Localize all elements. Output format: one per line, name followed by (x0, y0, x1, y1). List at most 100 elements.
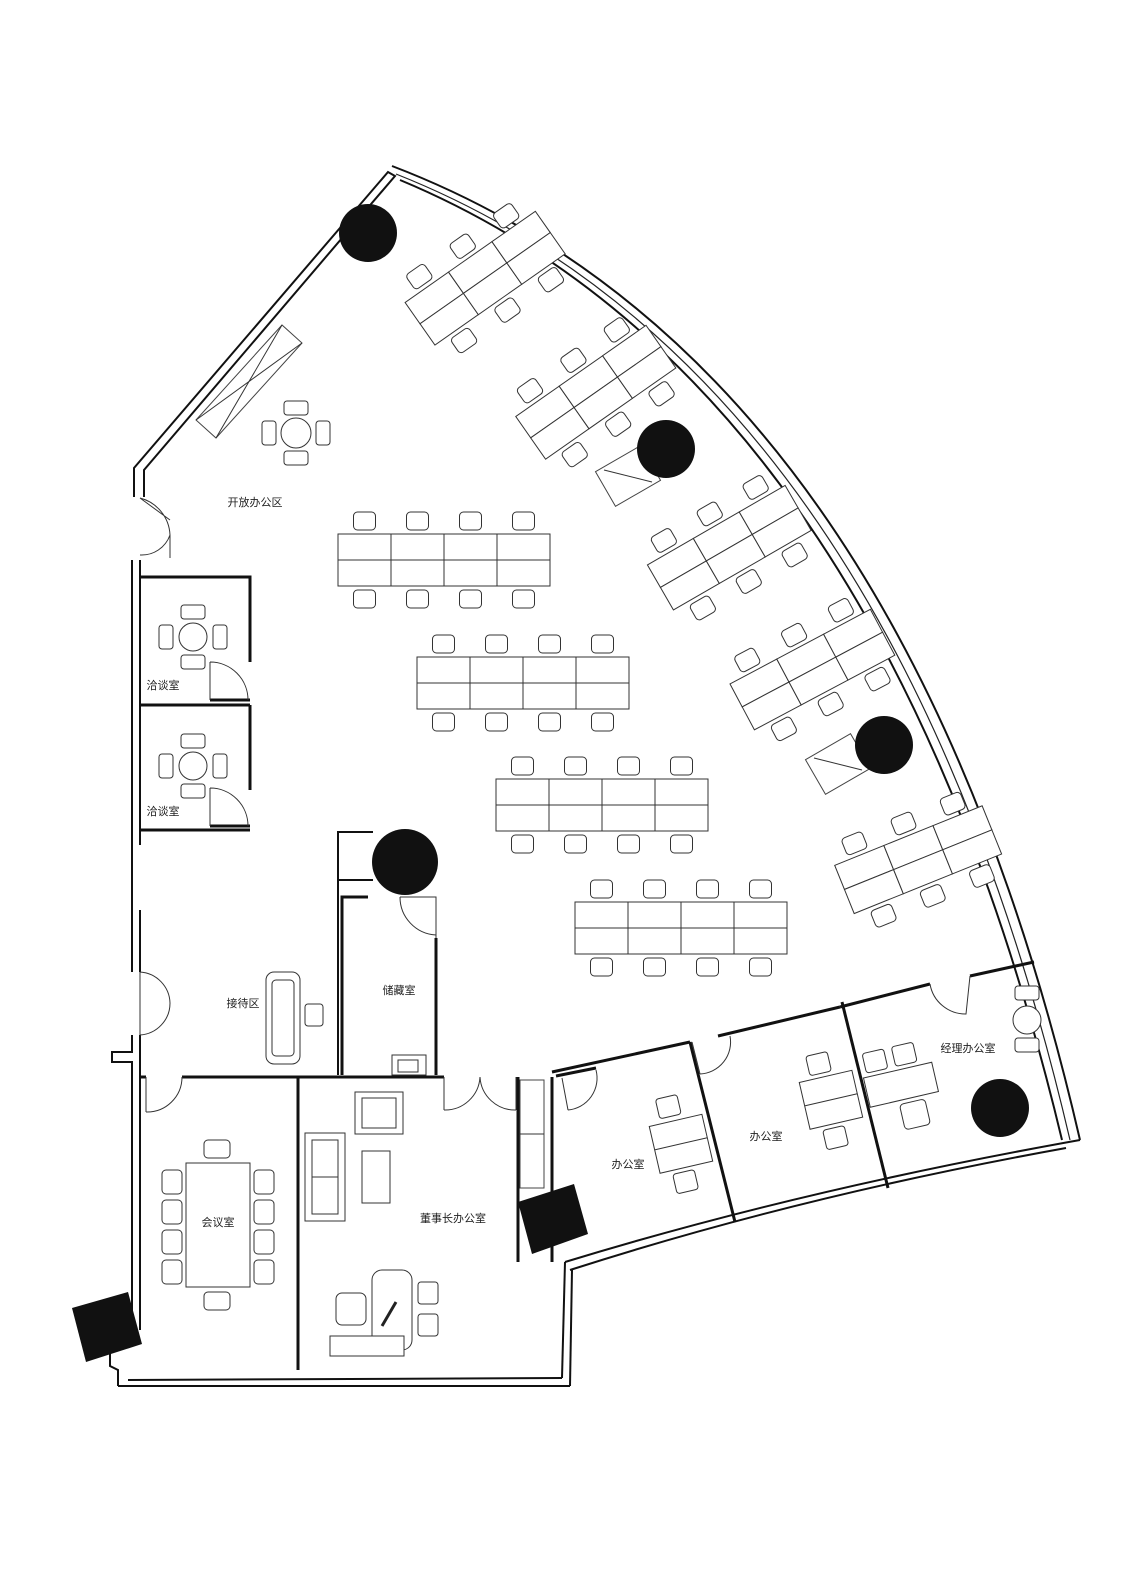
chair-icon (870, 903, 897, 928)
chair-icon (864, 666, 891, 692)
desk-icon (495, 804, 550, 832)
chair-icon (406, 511, 429, 531)
desk-icon (835, 631, 896, 681)
chair-icon (591, 712, 614, 732)
desk-cluster (574, 879, 788, 977)
chair-icon (939, 791, 966, 816)
desk-icon (601, 778, 656, 806)
meeting-furniture (161, 1139, 275, 1311)
desk-icon (337, 533, 392, 561)
chair-icon (353, 511, 376, 531)
chair-icon (696, 957, 719, 977)
room-label-office-2: 办公室 (750, 1129, 783, 1143)
chair-icon (406, 589, 429, 609)
desk-cluster (646, 475, 812, 621)
chair-icon (564, 834, 587, 854)
desk-clusters (337, 511, 788, 977)
round-tables (158, 400, 1042, 1053)
reception-furniture (265, 971, 324, 1065)
round-table-manager (1012, 985, 1042, 1053)
chair-icon (450, 327, 478, 354)
room-label-negotiation-1: 洽谈室 (147, 678, 180, 692)
column-icon (372, 829, 438, 895)
desk-cluster (404, 203, 566, 354)
chair-icon (560, 347, 587, 373)
desk-icon (337, 559, 392, 587)
chair-icon (603, 317, 630, 343)
rotated-desk-clusters (404, 203, 1003, 928)
chair-icon (643, 879, 666, 899)
chair-icon (617, 756, 640, 776)
door-swing-icon (399, 896, 437, 938)
desk-icon (416, 656, 471, 684)
desk-cluster (729, 598, 896, 742)
chair-icon (511, 834, 534, 854)
chair-icon (650, 528, 677, 553)
column-icon (971, 1079, 1029, 1137)
chair-icon (485, 712, 508, 732)
chair-icon (670, 834, 693, 854)
chair-icon (781, 542, 808, 568)
chair-icon (537, 267, 565, 293)
door-swing-icon (139, 971, 171, 1036)
desk-icon (575, 682, 630, 710)
meeting-table (185, 1162, 251, 1288)
windows (195, 324, 872, 796)
desk-icon (469, 656, 524, 684)
chair-icon (969, 864, 995, 888)
door-swing-icon (145, 1076, 183, 1113)
chair-icon (648, 381, 675, 407)
desk-icon (627, 927, 682, 955)
column-icon (855, 716, 913, 774)
room-label-chairman-office: 董事长办公室 (420, 1211, 486, 1225)
room-labels: 开放办公区 洽谈室 洽谈室 储藏室 接待区 会议室 董事长办公室 办公室 办公室… (147, 495, 996, 1229)
chair-icon (670, 756, 693, 776)
chair-icon (406, 264, 433, 290)
desk-icon (733, 927, 788, 955)
chair-icon (538, 712, 561, 732)
chair-icon (561, 441, 588, 468)
desk-icon (654, 778, 709, 806)
storage-furniture (391, 1054, 427, 1076)
interior-partitions (140, 575, 1035, 1370)
room-label-negotiation-2: 洽谈室 (147, 804, 180, 818)
doors (139, 497, 971, 1113)
desk-icon (942, 829, 1003, 875)
desk-cluster (416, 634, 630, 732)
chair-icon (643, 957, 666, 977)
desk-icon (522, 682, 577, 710)
door-swing-icon (209, 661, 249, 701)
chairman-furniture (304, 1091, 439, 1357)
door-swing-icon (209, 787, 249, 827)
desk-icon (627, 901, 682, 929)
chair-icon (617, 834, 640, 854)
chair-icon (591, 634, 614, 654)
chair-icon (817, 691, 844, 717)
office-2-furniture (798, 1051, 864, 1150)
desk-icon (733, 901, 788, 929)
chair-icon (512, 511, 535, 531)
round-table-negotiation-1 (158, 604, 228, 670)
chair-icon (735, 569, 762, 594)
chair-icon (841, 831, 868, 856)
chair-icon (890, 811, 917, 836)
desk-icon (616, 345, 677, 400)
chair-icon (493, 203, 520, 229)
round-table-open (261, 400, 331, 466)
desk-icon (443, 533, 498, 561)
chair-icon (749, 957, 772, 977)
chair-icon (459, 589, 482, 609)
door-swing-icon (929, 975, 971, 1015)
chair-icon (696, 879, 719, 899)
chair-icon (449, 233, 476, 259)
office-1-furniture (648, 1094, 714, 1194)
chair-icon (696, 501, 723, 527)
desk-icon (575, 656, 630, 684)
column-icon (72, 1292, 142, 1362)
chair-icon (919, 884, 946, 908)
room-label-open-office: 开放办公区 (228, 495, 283, 509)
room-label-storage: 储藏室 (383, 983, 416, 997)
chair-icon (605, 411, 632, 437)
columns (72, 204, 1029, 1362)
door-swing-icon (139, 497, 171, 558)
